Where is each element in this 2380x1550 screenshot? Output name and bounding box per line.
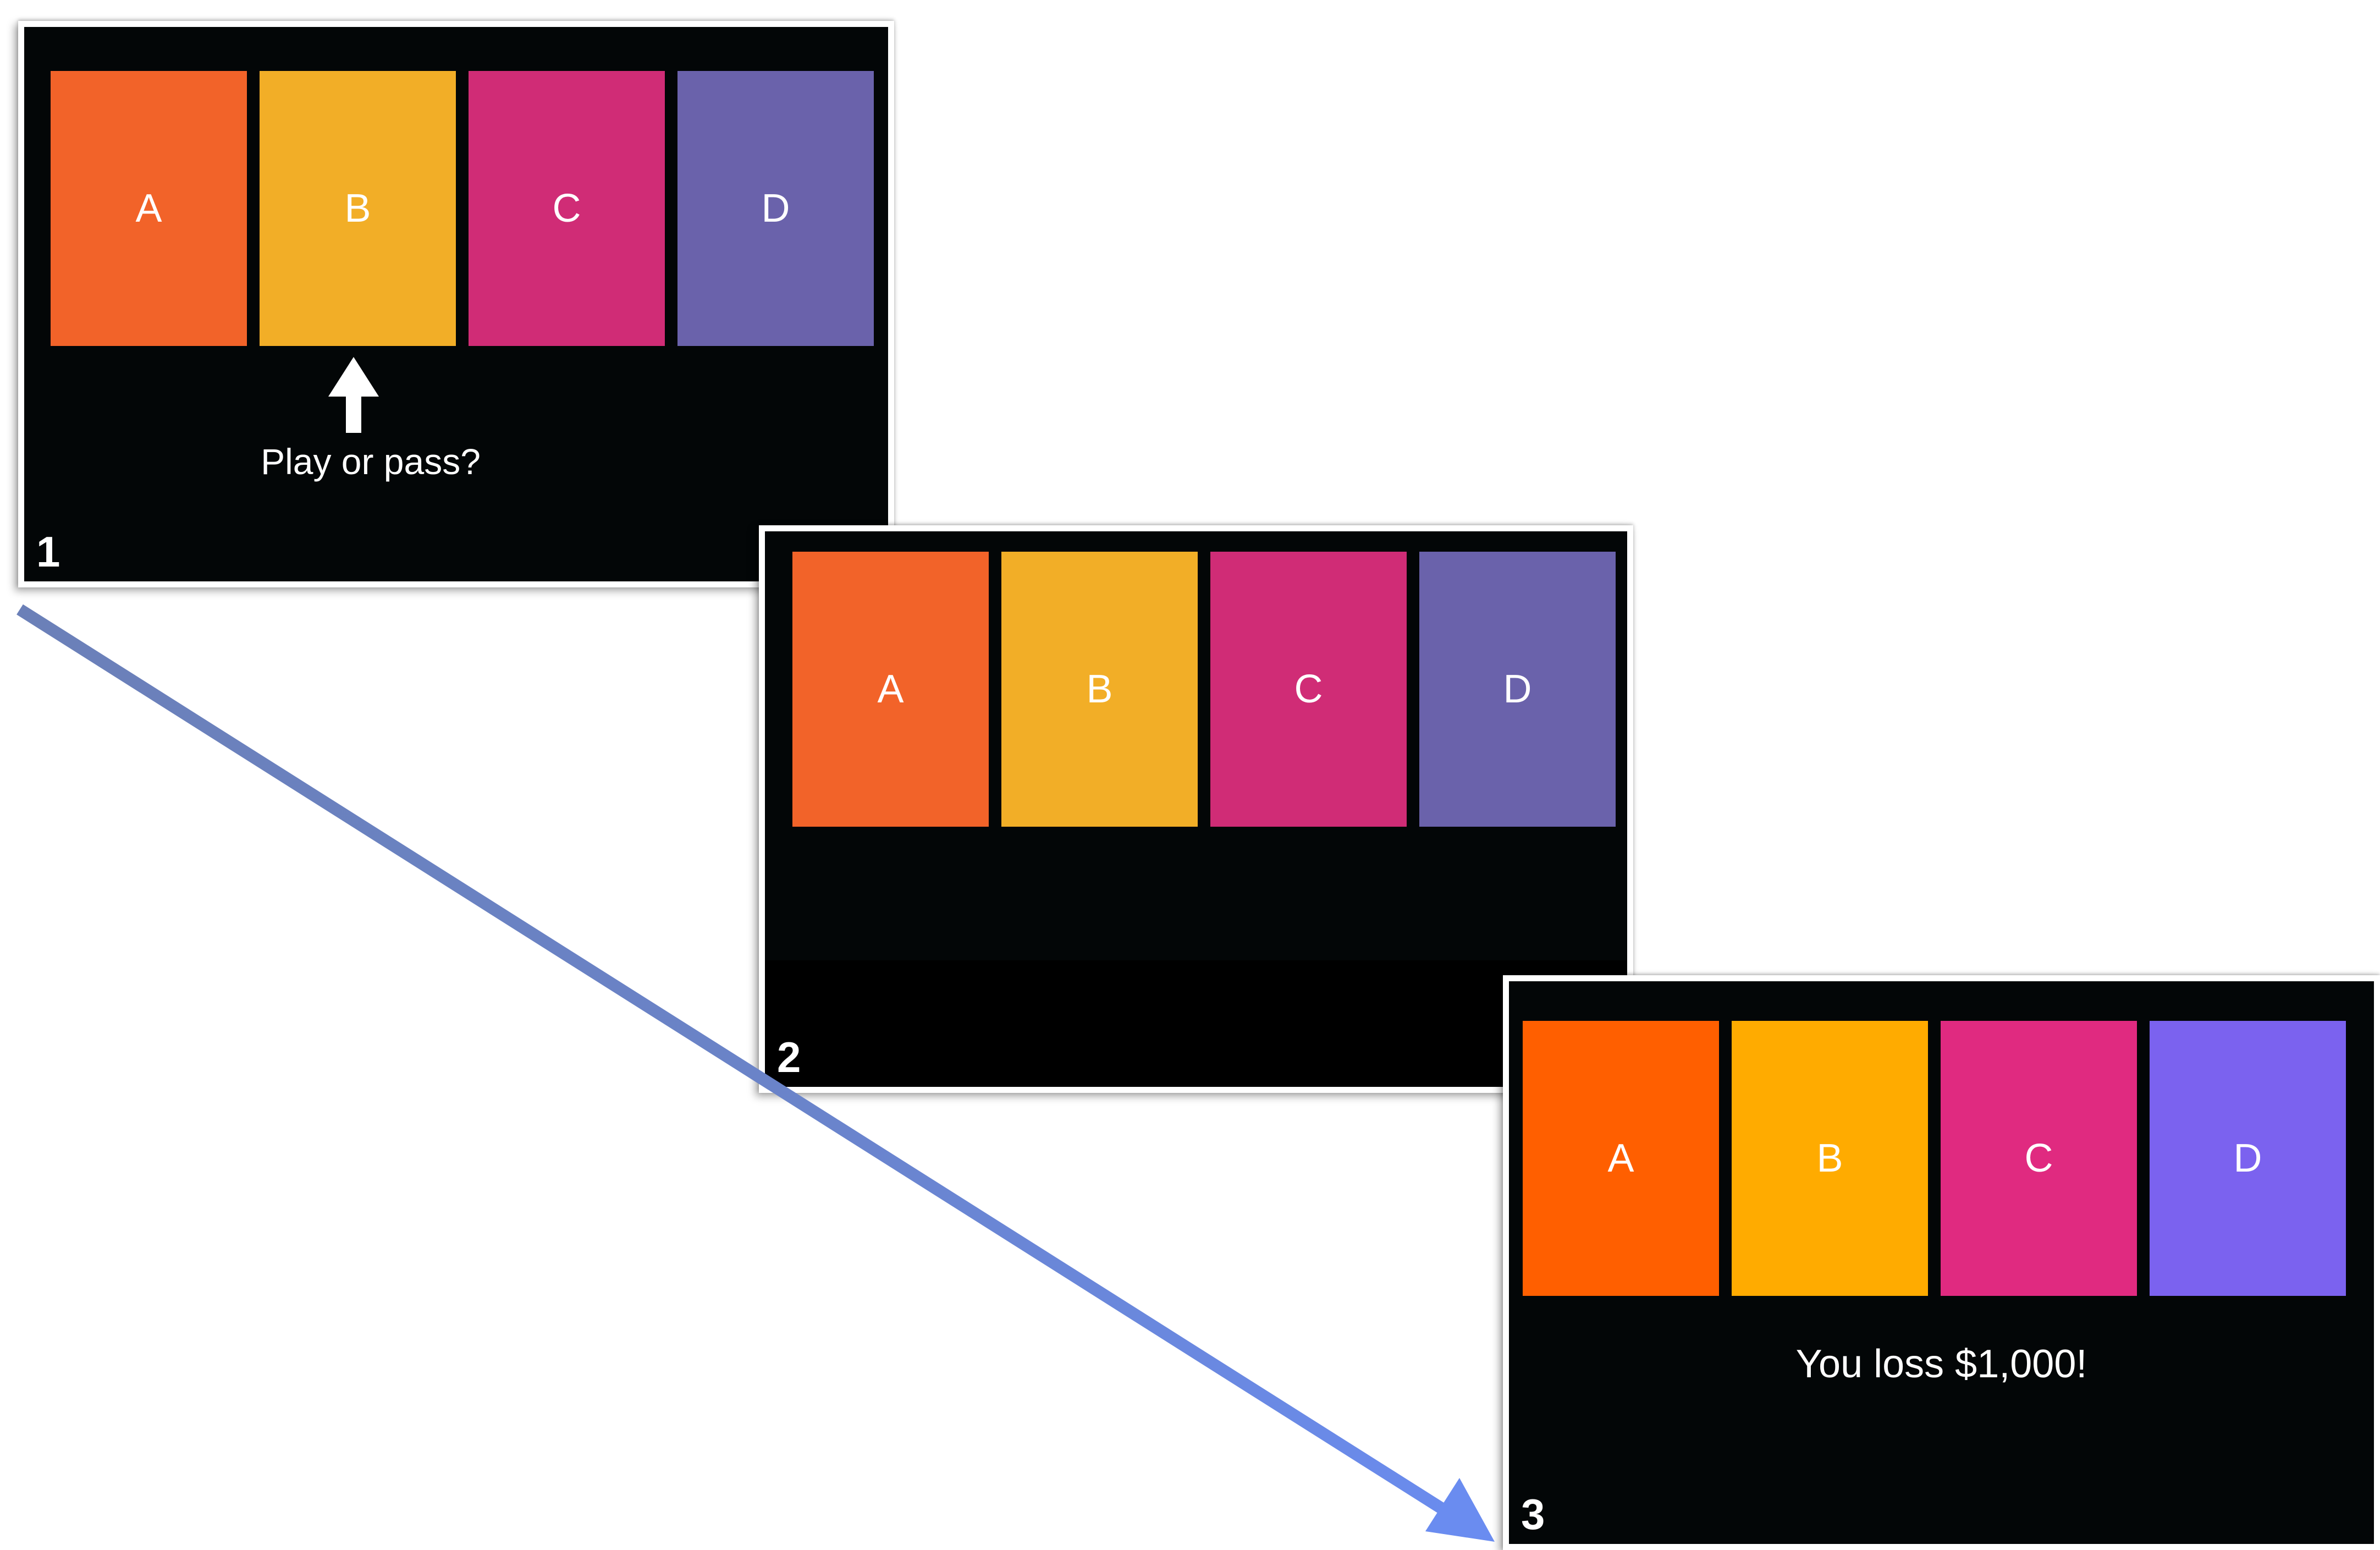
panel-1: A B C D Play or pass? 1	[18, 21, 894, 587]
card-a[interactable]: A	[792, 552, 989, 827]
panel-number: 3	[1521, 1490, 1545, 1538]
panel-number: 2	[777, 1033, 801, 1081]
card-d[interactable]: D	[2150, 1021, 2346, 1296]
card-a[interactable]: A	[1523, 1021, 1719, 1296]
result-text: You loss $1,000!	[1795, 1342, 2087, 1386]
card-d[interactable]: D	[1419, 552, 1616, 827]
card-d[interactable]: D	[677, 71, 874, 346]
panel-3: A B C D You loss $1,000! 3	[1503, 975, 2380, 1550]
card-b[interactable]: B	[1732, 1021, 1928, 1296]
prompt-text: Play or pass?	[261, 441, 481, 482]
panel-2: A B C D 2	[759, 525, 1633, 1093]
card-a[interactable]: A	[51, 71, 247, 346]
card-c[interactable]: C	[1941, 1021, 2137, 1296]
panel-2-lower-band	[765, 960, 1627, 1087]
card-b[interactable]: B	[260, 71, 456, 346]
card-c[interactable]: C	[1210, 552, 1407, 827]
up-arrow-icon	[328, 357, 379, 433]
card-c[interactable]: C	[469, 71, 665, 346]
panel-number: 1	[36, 527, 60, 576]
card-b[interactable]: B	[1001, 552, 1198, 827]
